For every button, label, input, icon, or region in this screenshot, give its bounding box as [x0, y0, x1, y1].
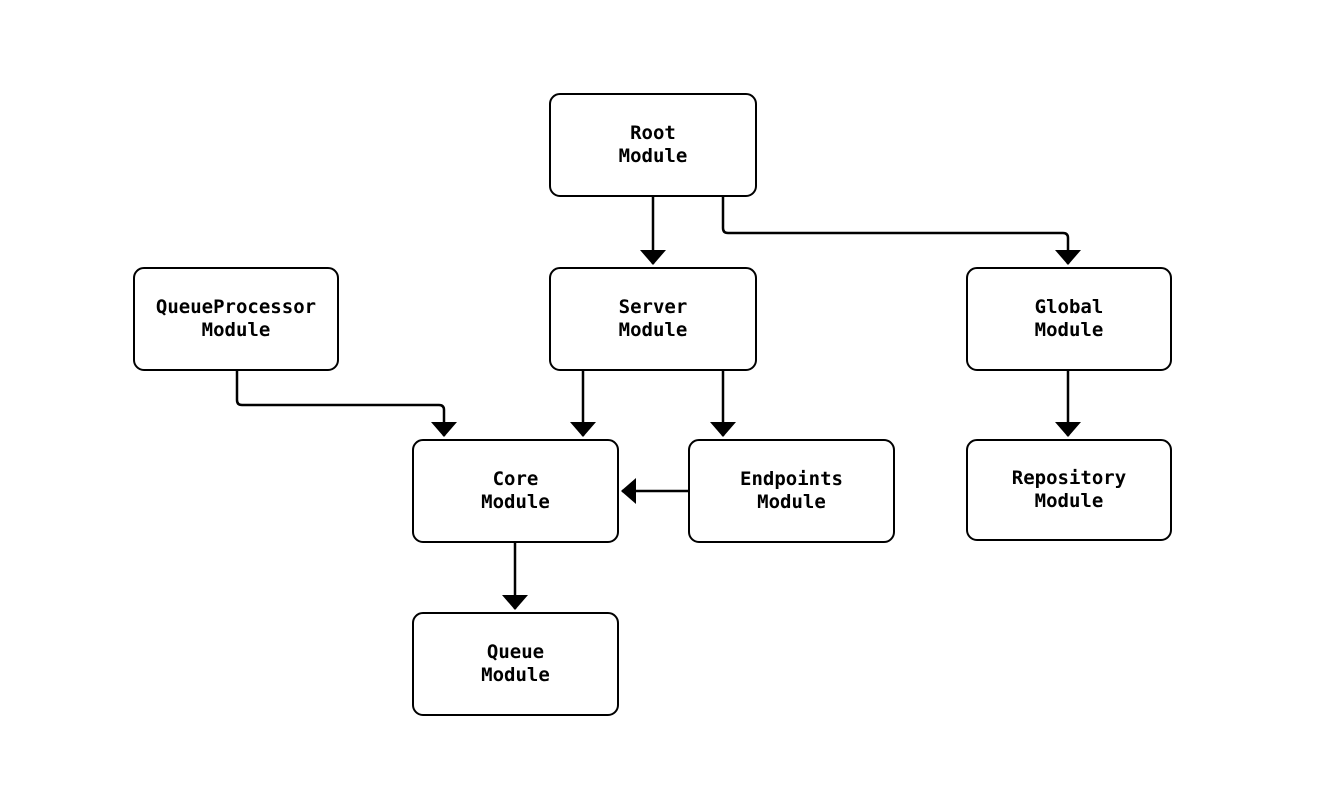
node-label-line: Module: [618, 145, 688, 167]
edge-root-module-to-global-module: [721, 197, 1081, 265]
node-label-line: Module: [1034, 490, 1104, 512]
node-label-line: Module: [481, 491, 550, 513]
node-label-line: Module: [618, 319, 688, 341]
edge-queueprocessor-module-to-core-module: [235, 371, 457, 437]
node-label-line: Module: [1034, 319, 1104, 341]
node-label-line: Core: [492, 468, 539, 490]
node-label-line: Module: [757, 491, 826, 513]
node-label-line: Module: [481, 664, 550, 686]
node-label-line: Root: [630, 122, 676, 144]
node-label-line: Queue: [486, 641, 545, 663]
edge-group: [235, 197, 1081, 610]
node-label-line: Repository: [1011, 467, 1127, 489]
node-label-line: Server: [618, 296, 688, 318]
node-label-line: Global: [1034, 296, 1104, 318]
node-label-line: QueueProcessor: [155, 296, 317, 318]
node-label-line: Endpoints: [740, 468, 843, 490]
node-label-line: Module: [201, 319, 271, 341]
